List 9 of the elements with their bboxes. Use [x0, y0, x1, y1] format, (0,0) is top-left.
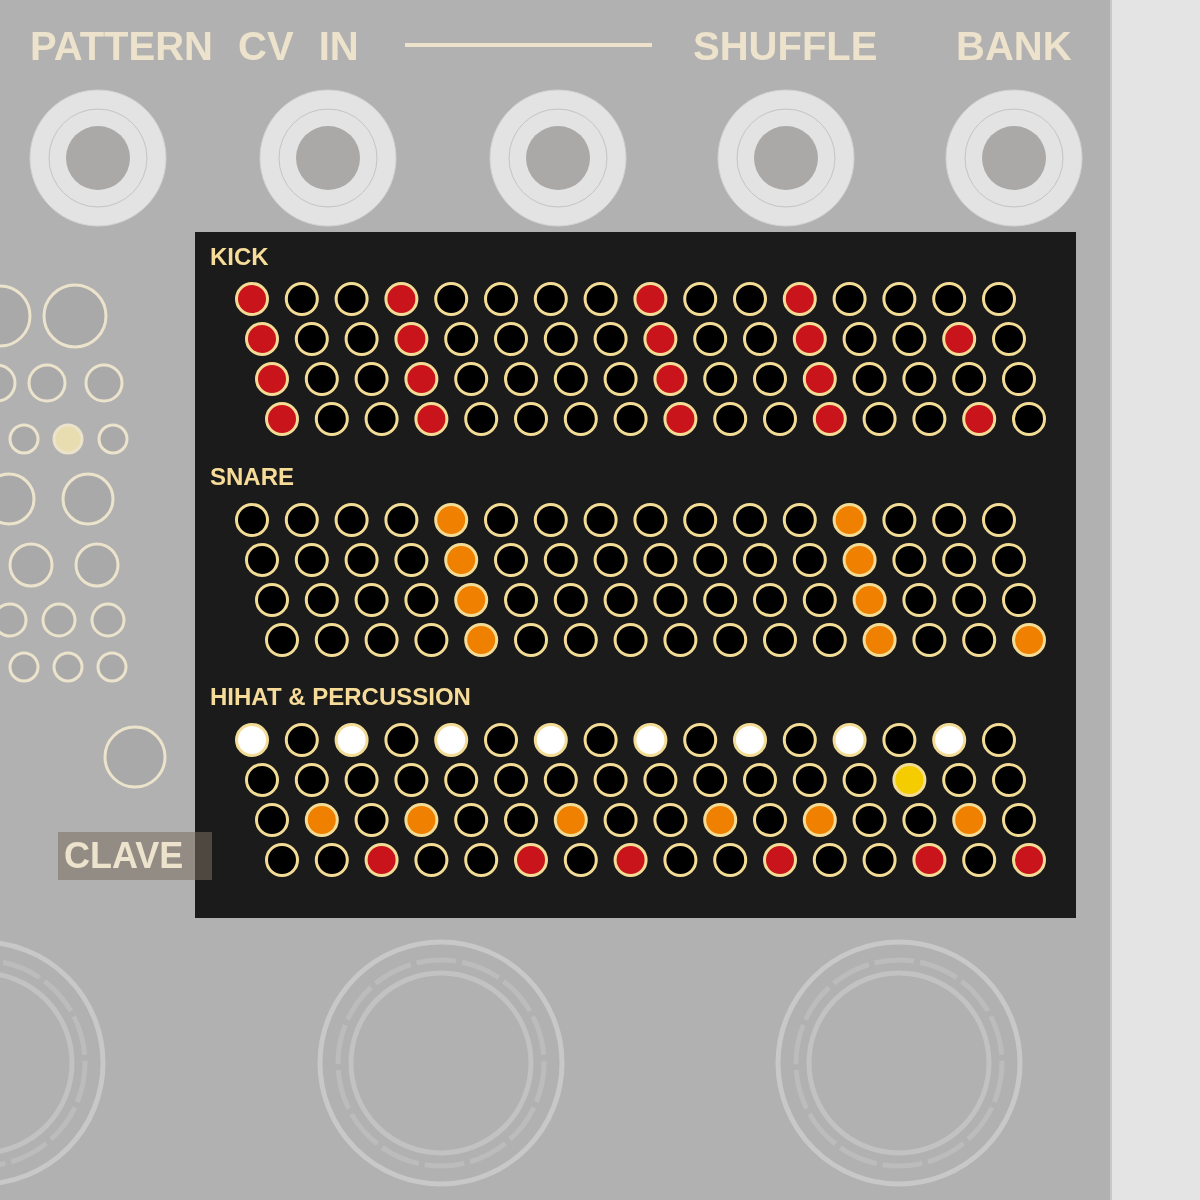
section-heading: KICK: [210, 245, 269, 269]
panel-label: CLAVE: [64, 838, 184, 874]
label-plate: [58, 832, 212, 880]
section-heading: HIHAT & PERCUSSION: [210, 685, 471, 709]
section-heading: SNARE: [210, 465, 294, 489]
panel-label: SHUFFLE: [693, 26, 878, 66]
panel-label: PATTERN CV IN: [30, 26, 359, 66]
sequencer-display: [195, 232, 1076, 918]
panel-label: BANK: [956, 26, 1072, 66]
